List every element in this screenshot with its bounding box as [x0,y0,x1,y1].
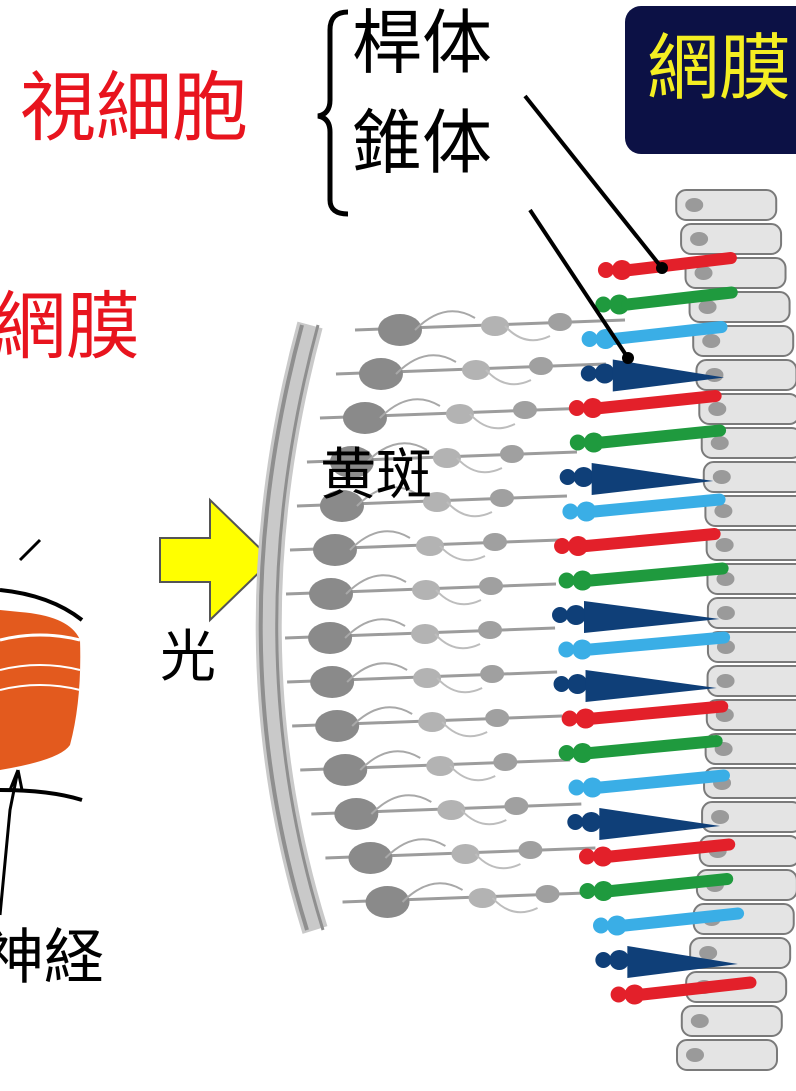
macula-label: 黄斑 [320,448,432,504]
rod-pointer-dot [656,262,668,274]
brace [318,12,348,214]
light-arrow [160,500,272,620]
rod-cell [558,638,724,660]
cone-cell [567,808,720,840]
rod-cell [554,534,715,556]
neuron [285,619,555,654]
pigment-epithelium [676,190,796,1070]
rod-cell [559,741,717,763]
neuron [287,663,557,698]
rod-cell [569,396,716,418]
rod-cell [569,776,724,798]
epithelial-cell [682,1006,782,1036]
epithelial-cell [708,598,796,628]
rod-label: 桿体 [352,8,492,78]
retina-label: 網膜 [0,290,140,364]
rod-cell [562,707,723,729]
cone-label: 錐体 [352,108,492,178]
rod-cell [562,500,719,522]
visual-cell-label: 視細胞 [20,70,248,146]
title-box-text: 網膜 [647,32,791,104]
epithelial-cell [702,802,796,832]
cone-pointer-line [530,210,628,358]
rod-cell [570,431,720,453]
cone-cell [554,670,717,702]
neuron [320,399,590,434]
epithelial-cell [708,666,796,696]
optic-nerve-label: 神経 [0,928,104,988]
neuron [325,839,595,874]
cone-pointer-dot [622,352,634,364]
epithelial-cell [677,1040,777,1070]
eyeball [0,540,82,800]
epithelial-cell [676,190,776,220]
epithelial-cell [681,224,781,254]
epithelial-cell [696,360,796,390]
neuron [290,531,560,566]
neuron [292,707,562,742]
rod-cell [559,569,723,591]
cone-cell [552,601,720,633]
epithelial-cell [704,462,796,492]
cone-cell [560,463,714,495]
neuron [336,355,606,390]
title-box: 網膜 [625,6,796,154]
light-label: 光 [160,630,216,686]
neuron [286,575,556,610]
neuron [343,883,613,918]
neuron [311,795,581,830]
neuron [300,751,570,786]
